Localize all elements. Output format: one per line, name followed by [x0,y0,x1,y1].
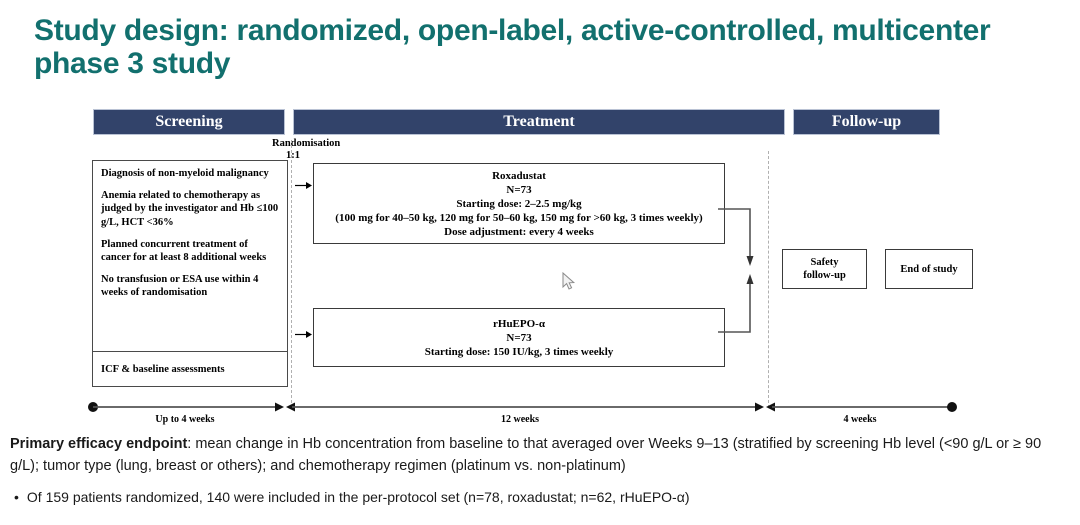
patients-bullet: • Of 159 patients randomized, 140 were i… [14,487,1072,507]
arm-detail: Starting dose: 2–2.5 mg/kg [456,197,582,210]
bullet-marker: • [14,489,19,505]
criteria-footer: ICF & baseline assessments [101,363,225,375]
safety-line1: Safety [810,257,839,268]
randomisation-line1: Randomisation [272,138,341,149]
randomisation-label: Randomisation 1:1 [272,138,382,162]
arm-name: rHuEPO-α [493,317,545,330]
list-item: Diagnosis of non-myeloid malignancy [101,168,269,179]
list-item: No transfusion or ESA use within 4 weeks… [101,274,259,299]
primary-endpoint-body: : mean change in Hb concentration from b… [10,436,1042,474]
safety-line2: follow-up [803,270,846,281]
phase-header-treatment: Treatment [293,109,785,135]
inclusion-criteria-list: Diagnosis of non-myeloid malignancy Anem… [93,161,287,300]
criteria-divider [93,351,287,352]
list-item: Anemia related to chemotherapy as judged… [101,190,279,228]
end-of-study-box: End of study [885,249,973,289]
arm-n: N=73 [506,183,532,196]
arm-convergence-bracket-icon [718,208,754,333]
safety-followup-box: Safety follow-up [782,249,867,289]
study-timeline-axis [88,402,957,412]
arm-n: N=73 [506,331,532,344]
safety-followup-label: Safety follow-up [803,256,846,282]
randomisation-arrow-top-icon [295,182,312,189]
randomisation-ratio: 1:1 [286,150,300,161]
mouse-cursor-icon [562,272,576,290]
timeline-label-screening: Up to 4 weeks [155,414,215,425]
arm-name: Roxadustat [492,169,546,182]
timeline-label-followup: 4 weeks [843,414,877,425]
phase-divider-left [291,140,292,408]
primary-endpoint-text: Primary efficacy endpoint: mean change i… [10,433,1072,477]
arm-detail: Starting dose: 150 IU/kg, 3 times weekly [424,345,614,358]
treatment-arm-roxadustat: Roxadustat N=73 Starting dose: 2–2.5 mg/… [313,163,725,244]
bullet-text: Of 159 patients randomized, 140 were inc… [26,489,690,505]
page-title: Study design: randomized, open-label, ac… [34,14,991,80]
arm-detail: (100 mg for 40–50 kg, 120 mg for 50–60 k… [335,211,703,224]
arm-detail: Dose adjustment: every 4 weeks [444,225,594,238]
phase-divider-right [768,151,769,408]
phase-header-screening: Screening [93,109,285,135]
treatment-arm-rhuepo: rHuEPO-α N=73 Starting dose: 150 IU/kg, … [313,308,725,367]
timeline-label-treatment: 12 weeks [500,414,540,425]
phase-header-followup: Follow-up [793,109,940,135]
list-item: Planned concurrent treatment of cancer f… [101,238,267,264]
inclusion-criteria-box: Diagnosis of non-myeloid malignancy Anem… [92,160,288,387]
primary-endpoint-label: Primary efficacy endpoint [10,436,188,452]
randomisation-arrow-bottom-icon [295,331,312,338]
